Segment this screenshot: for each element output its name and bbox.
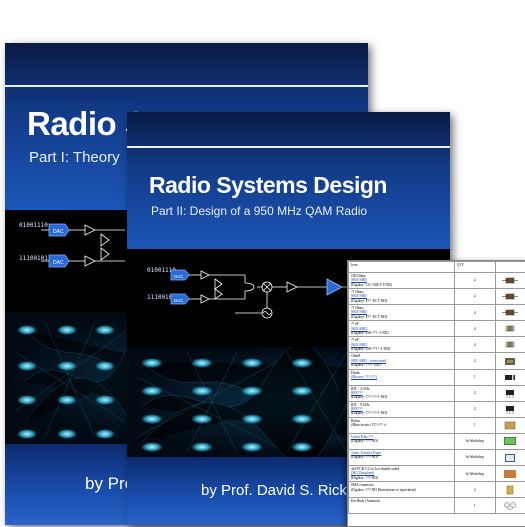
item-part-number: (Digikey: ???-???-1-ND) <box>351 395 452 399</box>
book-subtitle: Part II: Design of a 950 MHz QAM Radio <box>151 204 367 218</box>
qty-cell: 1 <box>454 417 495 433</box>
item-cell: Toner Transfer Paper(Digikey: ???-ND) <box>349 450 455 466</box>
pcb-icon <box>495 466 525 482</box>
item-part-number: (Digikey: P?? -ECT-ND) <box>351 315 452 319</box>
item-part-number: (Digikey: ???-ND) <box>351 439 452 443</box>
item-part-number: (Digikey: ???-ND) <box>351 455 452 459</box>
transistor-icon <box>495 385 525 401</box>
column-header: Item <box>349 262 455 273</box>
qty-cell: 2 <box>454 482 495 498</box>
qty-cell: In Workshop <box>454 466 495 482</box>
transistor-icon <box>495 401 525 417</box>
qty-cell: 4 <box>454 321 495 337</box>
table-row: Green Film ???(Digikey: ???-ND)In Worksh… <box>349 433 525 449</box>
dac-label: DAC <box>174 298 184 303</box>
item-part-number: (Digikey: ???-ND) <box>351 476 452 480</box>
resistor-icon <box>495 289 525 305</box>
film-icon <box>495 433 525 449</box>
qty-cell: 1 <box>454 369 495 385</box>
item-part-number: (Digikey: 399-???? -1-ND) <box>351 347 452 351</box>
diode-icon <box>495 369 525 385</box>
cover-top-band: Radio Systems Design Part II: Design of … <box>127 112 450 249</box>
cover-rule-line <box>5 85 368 87</box>
item-part-number: (Digikey: ???-???-1-ND) <box>351 411 452 415</box>
earbuds-icon <box>495 498 525 514</box>
table-row: Toner Transfer Paper(Digikey: ???-ND)In … <box>349 450 525 466</box>
item-name: Ear Buds (Amazon) <box>351 499 452 503</box>
paper-icon <box>495 450 525 466</box>
resistor-icon <box>495 273 525 289</box>
item-cell: Green Film ???(Digikey: ???-ND) <box>349 433 455 449</box>
qty-cell: 2 <box>454 401 495 417</box>
qty-cell: 2 <box>454 289 495 305</box>
qty-cell: 2 <box>454 353 495 369</box>
table-row: Ear Buds (Amazon)1 <box>349 498 525 514</box>
cover-rule-line <box>127 146 450 148</box>
qty-cell: 4 <box>454 337 495 353</box>
qty-cell: 2 <box>454 273 495 289</box>
qty-cell: 1 <box>454 498 495 514</box>
item-cell: SMA connector(Digikey: ???-ND Dimensions… <box>349 482 455 498</box>
resistor-icon <box>495 305 525 321</box>
capacitor-icon <box>495 321 525 337</box>
inductor-icon <box>495 353 525 369</box>
item-part-number: (Digikey: ???-ND Dimensions or equivalen… <box>351 488 452 492</box>
qty-cell: 2 <box>454 385 495 401</box>
dac-label: DAC <box>53 260 64 266</box>
qty-cell: In Workshop <box>454 450 495 466</box>
table-row: Balun(Minicircuits: TC?-?? +)1 <box>349 417 525 433</box>
book-title: Radio Systems Design <box>149 172 387 199</box>
balun-icon <box>495 417 525 433</box>
qty-cell: 4 <box>454 305 495 321</box>
connector-icon <box>495 482 525 498</box>
item-cell: Balun(Minicircuits: TC?-?? +) <box>349 417 455 433</box>
item-link[interactable]: (Mouser: ???-???) <box>351 375 452 379</box>
table-row: Diode(Mouser: ???-???)1 <box>349 369 525 385</box>
table-row: SMA connector(Digikey: ???-ND Dimensions… <box>349 482 525 498</box>
book-subtitle: Part I: Theory <box>29 149 120 166</box>
capacitor-icon <box>495 337 525 353</box>
item-part-number: (Digikey: ???? -ND) <box>351 363 452 367</box>
item-part-number: (Digikey: P?? -ECT-ND) <box>351 299 452 303</box>
qty-cell: In Workshop <box>454 433 495 449</box>
item-part-number: (Digikey: 311-100CCT-ND) <box>351 283 452 287</box>
column-header: QTY <box>454 262 495 273</box>
dac-label: DAC <box>174 274 184 279</box>
item-part-number: (Minicircuits: TC?-?? +) <box>351 423 452 427</box>
column-header <box>495 262 525 273</box>
item-part-number: (Digikey: 490-??? -1-ND) <box>351 331 452 335</box>
table-header-row: Item QTY <box>349 262 525 273</box>
table-row: 4x6 PCB 1/2 oz 1oz double sided(MG Datas… <box>349 466 525 482</box>
dac-label: DAC <box>53 229 64 235</box>
item-cell: Ear Buds (Amazon) <box>349 498 455 514</box>
item-cell: 4x6 PCB 1/2 oz 1oz double sided(MG Datas… <box>349 466 455 482</box>
book-author: by Prof. David S. Ricke <box>201 482 355 499</box>
item-cell: Diode(Mouser: ???-???) <box>349 369 455 385</box>
